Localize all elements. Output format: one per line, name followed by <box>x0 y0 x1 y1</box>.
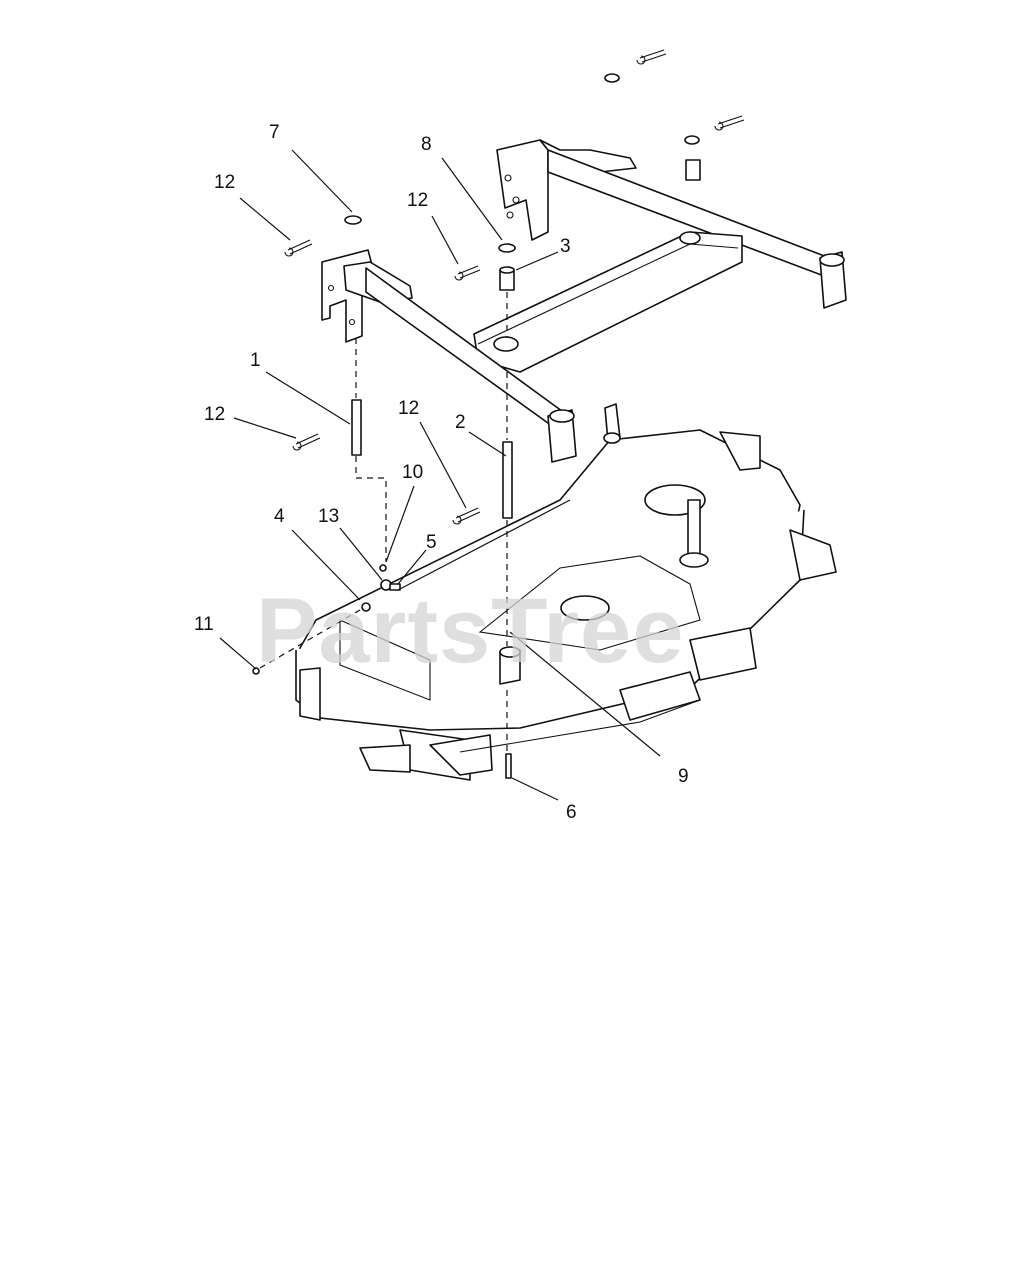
watermark-logo: PartsTree <box>256 580 684 682</box>
callout-10: 10 <box>402 462 423 483</box>
callout-leaders <box>219 149 661 801</box>
callout-12d: 12 <box>398 398 419 419</box>
rear-cross-tube <box>547 149 847 309</box>
bushing-3 <box>499 266 515 291</box>
small-hardware-4-5-10-13 <box>252 564 401 675</box>
callout-12a: 12 <box>214 172 235 193</box>
callout-13: 13 <box>318 506 339 527</box>
callout-labels: 7 12 8 12 3 1 12 12 2 10 4 13 5 11 9 6 <box>194 122 689 823</box>
callout-12c: 12 <box>204 404 225 425</box>
rear-hanger-bracket <box>496 139 637 241</box>
callout-1: 1 <box>250 350 261 371</box>
callout-8: 8 <box>421 134 432 155</box>
callout-2: 2 <box>455 412 466 433</box>
callout-5: 5 <box>426 532 437 553</box>
pin-6 <box>505 753 512 779</box>
deck-lift-plate <box>473 231 743 373</box>
callout-6: 6 <box>566 802 577 823</box>
callout-7: 7 <box>269 122 280 143</box>
washer-top-1 <box>604 73 620 83</box>
hairpin-clips <box>284 49 745 525</box>
callout-4: 4 <box>274 506 285 527</box>
washer-7 <box>344 215 362 225</box>
alignment-lines <box>259 292 508 752</box>
washer-8 <box>498 243 516 253</box>
callout-11: 11 <box>194 614 214 635</box>
bushing-top <box>685 159 701 181</box>
lift-pin-2 <box>502 441 513 519</box>
lift-rod <box>397 499 571 591</box>
callout-9: 9 <box>678 766 689 787</box>
lift-pin-1 <box>351 399 362 456</box>
washer-top-2 <box>684 135 700 145</box>
mower-deck <box>295 403 837 781</box>
front-cross-tube <box>365 267 577 463</box>
callout-3: 3 <box>560 236 571 257</box>
callout-12b: 12 <box>407 190 428 211</box>
